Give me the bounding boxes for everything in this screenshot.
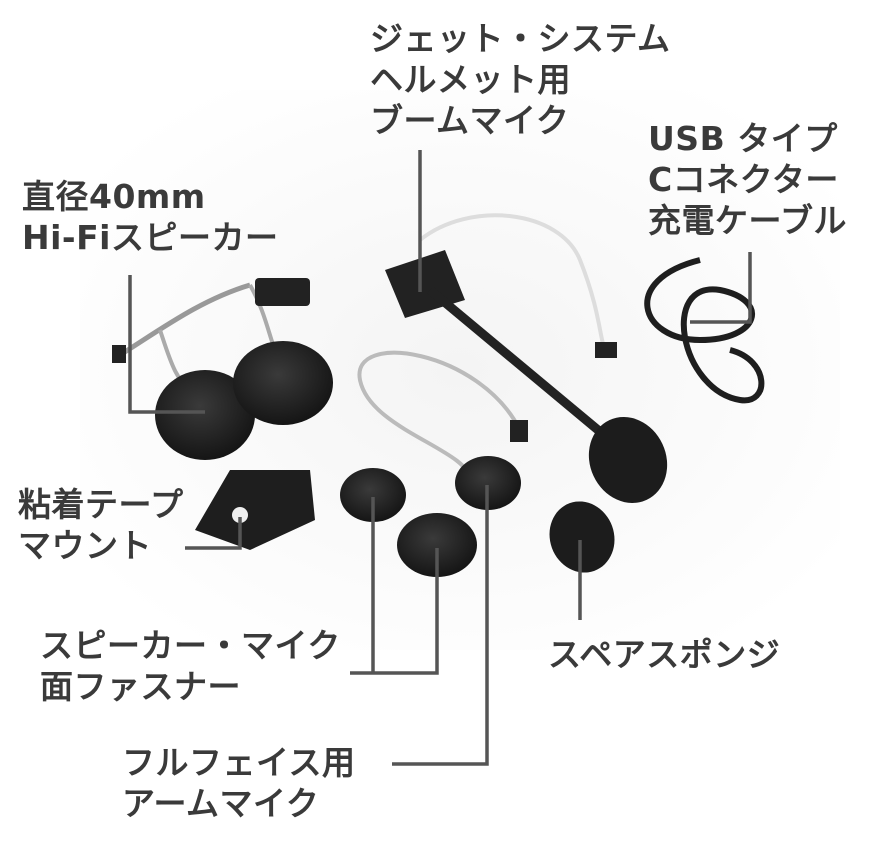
label-line: 面ファスナー	[40, 667, 241, 706]
label-adhesive-mount: 粘着テープ マウント	[18, 484, 184, 566]
label-line: 充電ケーブル	[648, 201, 848, 240]
label-spare-sponge: スペアスポンジ	[548, 634, 780, 675]
label-speaker: 直径40mm Hi-Fiスピーカー	[22, 176, 278, 258]
label-line: USB タイプ	[648, 119, 838, 158]
label-line: アームマイク	[122, 784, 320, 823]
label-velcro: スピーカー・マイク 面ファスナー	[40, 625, 341, 707]
label-line: スピーカー・マイク	[40, 626, 341, 665]
label-line: Hi-Fiスピーカー	[22, 218, 279, 257]
arm-mic	[357, 350, 528, 481]
adhesive-mount	[195, 470, 315, 550]
boom-mic	[385, 213, 668, 503]
velcro-pad	[340, 468, 406, 522]
label-line: スペアスポンジ	[548, 635, 781, 674]
velcro-pad	[397, 513, 477, 577]
spare-sponge	[549, 501, 615, 573]
label-line: 直径40mm	[22, 177, 206, 216]
velcro-pad	[455, 456, 521, 510]
label-boom-mic: ジェット・システム ヘルメット用 ブームマイク	[370, 18, 671, 141]
label-line: Cコネクター	[648, 160, 839, 199]
usb-cable	[644, 257, 765, 404]
label-line: ジェット・システム	[370, 19, 671, 58]
hifi-speakers	[112, 278, 333, 460]
label-line: フルフェイス用	[122, 743, 356, 782]
label-line: ヘルメット用	[370, 60, 571, 99]
label-line: ブームマイク	[370, 101, 570, 140]
leader-lines	[128, 150, 752, 766]
label-line: マウント	[18, 526, 152, 565]
label-line: 粘着テープ	[18, 485, 184, 524]
label-usb-cable: USB タイプ Cコネクター 充電ケーブル	[648, 118, 847, 241]
label-arm-mic: フルフェイス用 アームマイク	[122, 742, 356, 824]
